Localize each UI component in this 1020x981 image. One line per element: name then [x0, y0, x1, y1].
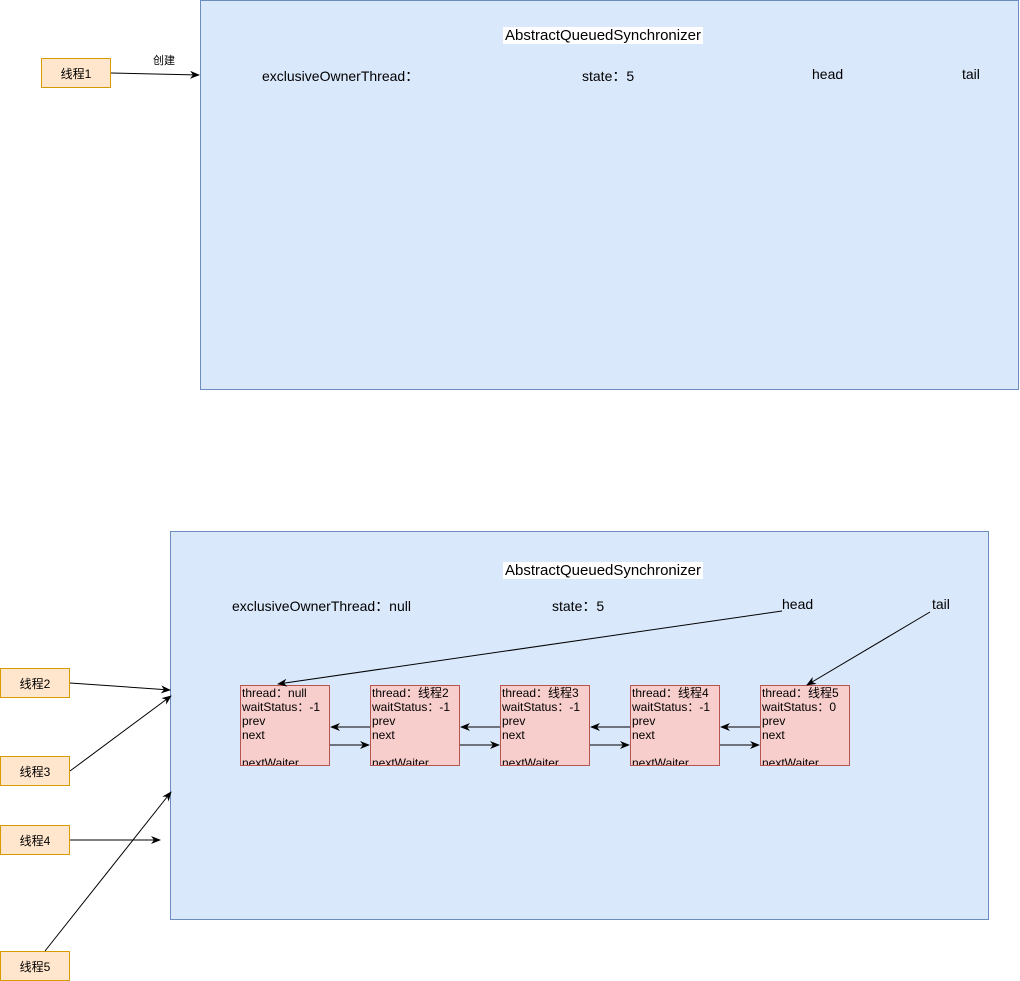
queue-node-4: thread：线程4 waitStatus：-1 prev next nextW…	[630, 685, 720, 766]
bottom-exclusive-owner-thread: exclusiveOwnerThread：null	[232, 598, 411, 614]
thread-4-box: 线程4	[0, 825, 70, 855]
node-next: next	[242, 728, 265, 742]
thread-2-label: 线程2	[19, 676, 51, 691]
node-thread: thread：线程2	[372, 686, 449, 700]
node-thread: thread：线程5	[762, 686, 839, 700]
node-wait-status: waitStatus：-1	[632, 700, 711, 714]
top-state: state：5	[582, 68, 635, 84]
queue-node-3: thread：线程3 waitStatus：-1 prev next nextW…	[500, 685, 590, 766]
node-next: next	[762, 728, 785, 742]
thread-4-label: 线程4	[19, 833, 51, 848]
thread-5-box: 线程5	[0, 951, 70, 981]
top-tail: tail	[962, 66, 980, 82]
node-next: next	[502, 728, 525, 742]
node-wait-status: waitStatus：0	[762, 700, 837, 714]
queue-node-5: thread：线程5 waitStatus：0 prev next nextWa…	[760, 685, 850, 766]
top-aqs-panel	[200, 0, 1019, 390]
thread-2-box: 线程2	[0, 668, 70, 698]
thread-5-arrow	[44, 791, 172, 952]
thread-2-arrow	[69, 682, 171, 694]
node-wait-status: waitStatus：-1	[242, 700, 321, 714]
bottom-aqs-title: AbstractQueuedSynchronizer	[503, 562, 703, 579]
node-prev: prev	[242, 714, 266, 728]
queue-node-1: thread：null waitStatus：-1 prev next next…	[240, 685, 330, 766]
node-next-waiter: nextWaiter	[372, 756, 429, 766]
bottom-head: head	[782, 596, 814, 612]
bottom-state: state：5	[552, 598, 605, 614]
node-next-waiter: nextWaiter	[502, 756, 559, 766]
bottom-tail: tail	[932, 596, 950, 612]
thread-5-label: 线程5	[19, 959, 51, 974]
thread-1-label: 线程1	[60, 66, 92, 81]
thread-3-arrow	[69, 695, 172, 772]
node-thread: thread：线程3	[502, 686, 579, 700]
queue-node-2: thread：线程2 waitStatus：-1 prev next nextW…	[370, 685, 460, 766]
top-aqs-title: AbstractQueuedSynchronizer	[503, 27, 703, 44]
node-next-waiter: nextWaiter	[762, 756, 819, 766]
top-exclusive-owner-thread: exclusiveOwnerThread：	[262, 68, 420, 84]
node-thread: thread：线程4	[632, 686, 709, 700]
top-head: head	[812, 66, 844, 82]
node-prev: prev	[502, 714, 526, 728]
node-prev: prev	[632, 714, 656, 728]
create-arrow	[110, 70, 200, 79]
node-next-waiter: nextWaiter	[242, 756, 299, 766]
node-wait-status: waitStatus：-1	[502, 700, 581, 714]
node-next: next	[372, 728, 395, 742]
thread-1-box: 线程1	[41, 58, 111, 88]
thread-3-label: 线程3	[19, 764, 51, 779]
thread-3-box: 线程3	[0, 756, 70, 786]
node-prev: prev	[762, 714, 786, 728]
node-prev: prev	[372, 714, 396, 728]
node-thread: thread：null	[242, 686, 307, 700]
create-edge-label: 创建	[153, 55, 175, 67]
node-next: next	[632, 728, 655, 742]
node-wait-status: waitStatus：-1	[372, 700, 451, 714]
node-next-waiter: nextWaiter	[632, 756, 689, 766]
